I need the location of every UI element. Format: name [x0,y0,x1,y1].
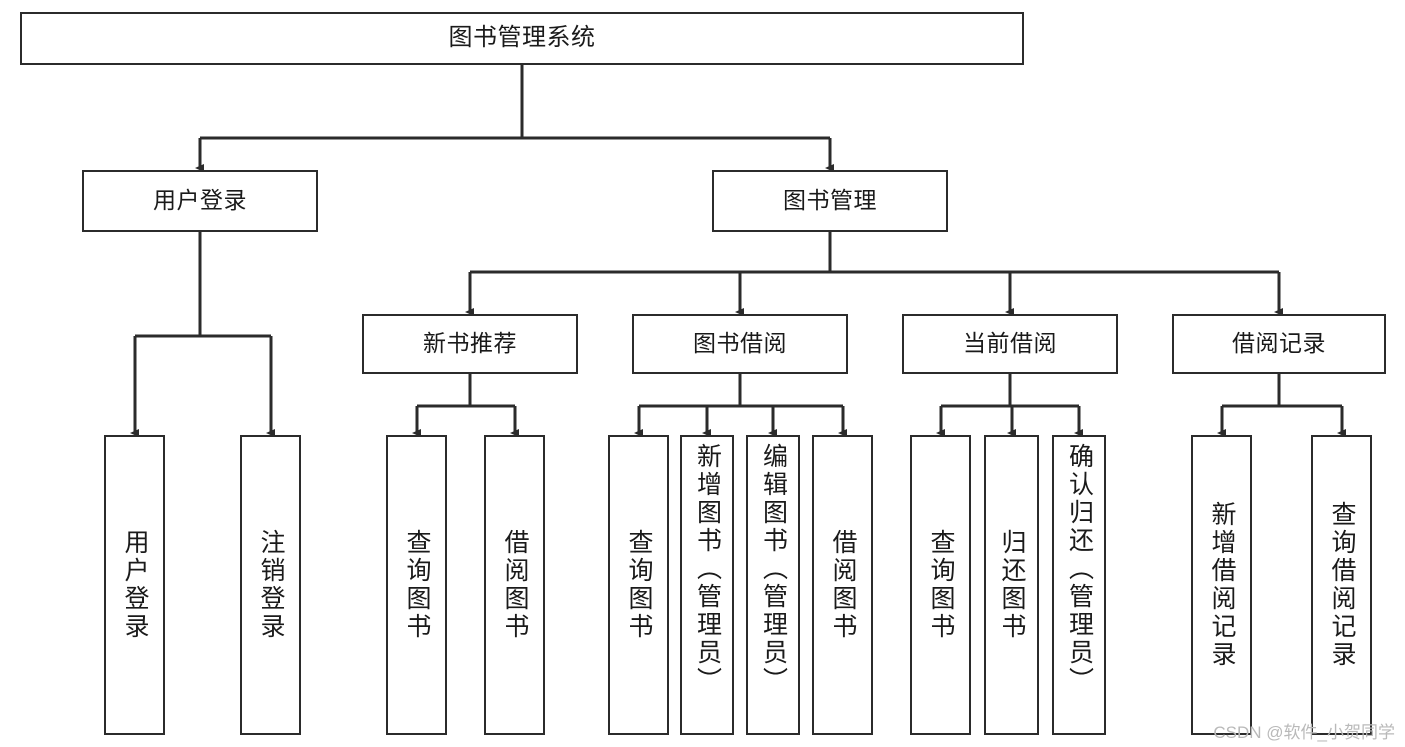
node-label: 用户登录 [121,529,149,641]
node-label: 查询借阅记录 [1328,501,1356,669]
node-leaf-query-record[interactable]: 查询借阅记录 [1311,435,1372,735]
node-leaf-edit-book[interactable]: 编辑图书（管理员） [746,435,800,735]
node-label: 图书借阅 [693,330,787,357]
node-label: 归还图书 [998,529,1026,641]
node-label: 图书管理 [783,187,877,214]
node-label: 当前借阅 [963,330,1057,357]
node-label: 注销登录 [257,529,285,641]
node-user-login[interactable]: 用户登录 [82,170,318,232]
node-new-book-rec[interactable]: 新书推荐 [362,314,578,374]
node-label: 借阅图书 [501,529,529,641]
node-root[interactable]: 图书管理系统 [20,12,1024,65]
node-leaf-query-book-2[interactable]: 查询图书 [608,435,669,735]
node-leaf-confirm-ret[interactable]: 确认归还（管理员） [1052,435,1106,735]
node-label: 新增借阅记录 [1208,501,1236,669]
node-leaf-borrow-book-1[interactable]: 借阅图书 [484,435,545,735]
node-label: 图书管理系统 [448,24,596,52]
node-label: 编辑图书（管理员） [759,443,788,695]
node-leaf-borrow-book-2[interactable]: 借阅图书 [812,435,873,735]
node-leaf-add-book[interactable]: 新增图书（管理员） [680,435,734,735]
node-label: 用户登录 [153,187,247,214]
node-book-borrow[interactable]: 图书借阅 [632,314,848,374]
node-leaf-query-book-1[interactable]: 查询图书 [386,435,447,735]
node-label: 新书推荐 [423,330,517,357]
node-label: 查询图书 [403,529,431,641]
node-label: 确认归还（管理员） [1065,443,1094,695]
node-label: 查询图书 [625,529,653,641]
node-leaf-query-book-3[interactable]: 查询图书 [910,435,971,735]
node-borrow-record[interactable]: 借阅记录 [1172,314,1386,374]
node-label: 借阅记录 [1232,330,1326,357]
node-label: 借阅图书 [829,529,857,641]
node-leaf-logout[interactable]: 注销登录 [240,435,301,735]
csdn-watermark: CSDN @软件_小贺同学 [1213,723,1395,742]
node-leaf-add-record[interactable]: 新增借阅记录 [1191,435,1252,735]
node-current-borrow[interactable]: 当前借阅 [902,314,1118,374]
node-leaf-return-book[interactable]: 归还图书 [984,435,1039,735]
node-book-manage[interactable]: 图书管理 [712,170,948,232]
node-leaf-user-login[interactable]: 用户登录 [104,435,165,735]
node-label: 新增图书（管理员） [693,443,722,695]
node-label: 查询图书 [927,529,955,641]
